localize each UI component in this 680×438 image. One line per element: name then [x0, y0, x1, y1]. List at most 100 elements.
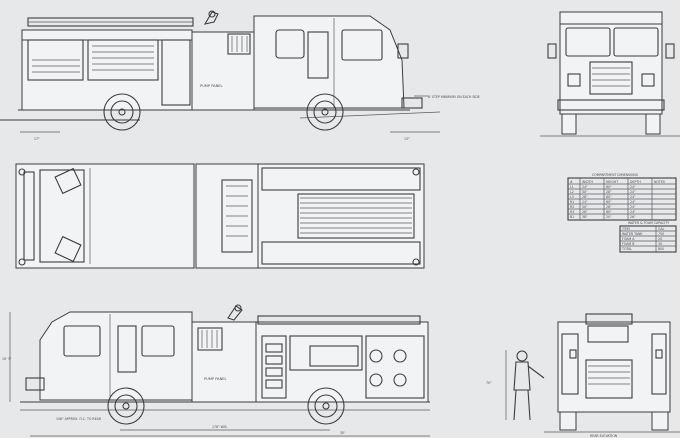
- svg-text:30: 30: [658, 242, 662, 246]
- departure-dim: 13": [404, 137, 410, 141]
- compartment-table: COMPARTMENT DIMENSIONS # WIDTH HEIGHT DE…: [567, 173, 677, 221]
- front-wheel-left: [306, 93, 344, 131]
- svg-text:24": 24": [630, 210, 636, 214]
- svg-text:28": 28": [606, 190, 612, 194]
- svg-text:50": 50": [582, 205, 588, 209]
- svg-text:24": 24": [630, 185, 636, 189]
- front-bumper: [557, 99, 665, 111]
- front-tire-left: [561, 113, 577, 135]
- front-view: [540, 11, 680, 137]
- tank-table: WATER & FOAM CAPACITY ITEM GAL WATER TAN…: [619, 221, 677, 253]
- svg-text:FOAM A: FOAM A: [622, 237, 635, 241]
- svg-text:60": 60": [606, 185, 612, 189]
- compartment-l2: [87, 39, 159, 81]
- height-dim: 10' 3": [2, 357, 12, 361]
- hose-bed: [297, 193, 415, 239]
- overall-length-dim: 35': [340, 431, 345, 435]
- svg-text:50": 50": [582, 190, 588, 194]
- mirror-right: [665, 43, 675, 59]
- rear-tire-right: [651, 411, 669, 431]
- svg-text:24": 24": [630, 190, 636, 194]
- svg-text:L2: L2: [570, 190, 574, 194]
- svg-text:TOTAL: TOTAL: [621, 247, 632, 251]
- windshield-left: [565, 27, 611, 57]
- svg-text:24": 24": [582, 200, 588, 204]
- svg-text:R3: R3: [570, 210, 574, 214]
- rear-compartment: [585, 359, 633, 399]
- front-cab-outline: [559, 11, 663, 115]
- headlight-left: [567, 73, 581, 87]
- svg-text:60": 60": [606, 210, 612, 214]
- pump-panel-label-left: PUMP PANEL: [200, 84, 223, 88]
- compartment-l3: [161, 39, 191, 106]
- body-top: [257, 163, 425, 269]
- wheelbase-dim: 178" W.B.: [212, 425, 228, 429]
- compartment-r3: [365, 335, 425, 399]
- tank-table-title: WATER & FOAM CAPACITY: [628, 221, 669, 225]
- svg-text:DEPTH: DEPTH: [630, 180, 641, 184]
- figure-head: [516, 350, 528, 362]
- svg-text:HEIGHT: HEIGHT: [606, 180, 618, 184]
- compartment-table-title: COMPARTMENT DIMENSIONS: [592, 173, 638, 177]
- compartment-r1: [261, 335, 287, 399]
- rear-outline: [557, 321, 671, 413]
- svg-text:L1: L1: [570, 185, 574, 189]
- svg-text:ITEM: ITEM: [622, 227, 630, 231]
- svg-text:28": 28": [606, 205, 612, 209]
- grille: [589, 61, 633, 95]
- compartment-l1: [27, 39, 84, 81]
- mirror-left: [547, 43, 557, 59]
- svg-text:NOTES: NOTES: [654, 180, 665, 184]
- operator-height: 70": [486, 381, 492, 385]
- rear-wheel-left: [103, 93, 141, 131]
- svg-text:GAL: GAL: [658, 227, 665, 231]
- svg-text:60": 60": [606, 200, 612, 204]
- front-tire-right: [645, 113, 661, 135]
- right-side-view: PUMP PANEL 10' 3" 108" APPROX. O.C. TO R…: [2, 304, 430, 437]
- svg-text:24": 24": [630, 205, 636, 209]
- rear-wheel-right: [307, 387, 345, 425]
- chassis-length-note: 108" APPROX. O.C. TO REAR: [56, 417, 102, 421]
- svg-text:B1: B1: [570, 215, 574, 219]
- svg-text:28": 28": [582, 195, 588, 199]
- pump-house-left: [191, 31, 255, 111]
- svg-text:800: 800: [658, 247, 664, 251]
- svg-text:R2: R2: [570, 205, 574, 209]
- svg-text:24": 24": [582, 185, 588, 189]
- svg-text:24": 24": [630, 195, 636, 199]
- cab-left: [253, 15, 405, 109]
- left-side-view: PUMP PANEL 8' STEP MINIMUM ON EACH SIDE …: [0, 10, 480, 141]
- ladder-note: 8' STEP MINIMUM ON EACH SIDE: [428, 95, 480, 99]
- cab-top: [15, 163, 195, 269]
- svg-text:24": 24": [630, 200, 636, 204]
- compartment-r2: [289, 335, 363, 371]
- svg-text:L3: L3: [570, 195, 574, 199]
- rear-view-note: REAR ELEVATION: [590, 434, 618, 438]
- svg-text:WATER TANK: WATER TANK: [622, 232, 643, 236]
- svg-text:WIDTH: WIDTH: [582, 180, 593, 184]
- svg-text:#: #: [570, 180, 573, 184]
- operator-figure: 70": [486, 350, 545, 421]
- svg-text:FOAM B: FOAM B: [622, 242, 634, 246]
- rear-tire-left: [559, 411, 577, 431]
- front-wheel-right: [107, 387, 145, 425]
- svg-text:R1: R1: [570, 200, 574, 204]
- svg-text:26": 26": [630, 215, 636, 219]
- svg-text:60": 60": [606, 195, 612, 199]
- rear-view: REAR ELEVATION: [544, 313, 680, 438]
- svg-text:38": 38": [582, 215, 588, 219]
- pump-house-right: [191, 321, 257, 403]
- headlight-right: [641, 73, 655, 87]
- svg-text:20: 20: [658, 237, 662, 241]
- top-view: [15, 163, 425, 269]
- svg-text:20": 20": [606, 215, 612, 219]
- svg-text:28": 28": [582, 210, 588, 214]
- rear-window: [587, 325, 629, 343]
- svg-text:750: 750: [658, 232, 664, 236]
- pump-panel-label-right: PUMP PANEL: [204, 377, 227, 381]
- windshield-right: [613, 27, 659, 57]
- approach-dim: 17": [34, 137, 40, 141]
- ladder-rack-right: [257, 315, 421, 325]
